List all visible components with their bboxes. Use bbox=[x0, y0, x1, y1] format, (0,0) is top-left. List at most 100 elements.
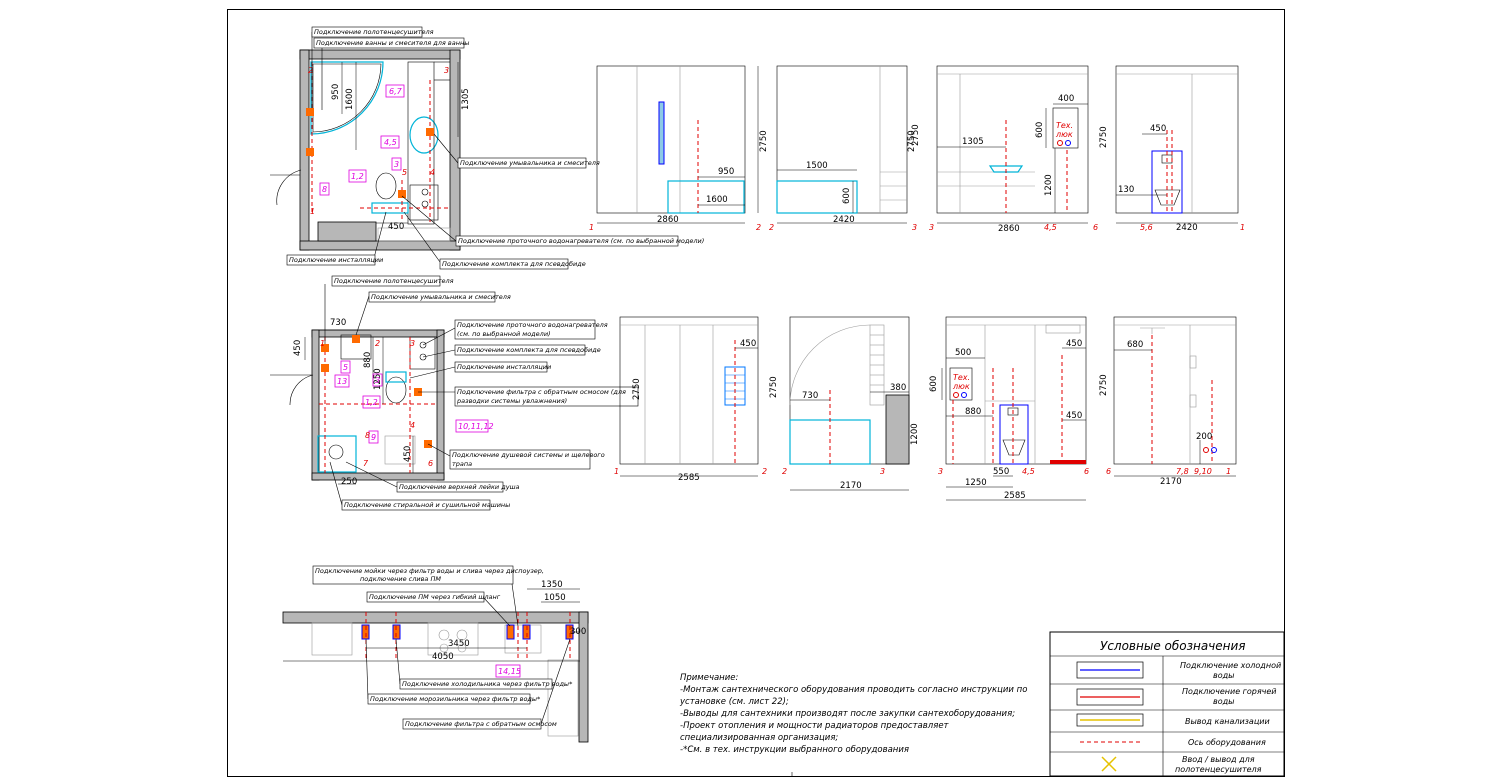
elev-top1-dim-1600: 1600 bbox=[706, 195, 728, 205]
plan2-tag-3: 3 bbox=[375, 376, 380, 385]
elev-top2-dim-600: 600 bbox=[842, 188, 852, 204]
plan1-callout-bidet: Подключение комплекта для псевдобиде bbox=[442, 260, 586, 268]
plan2-callout-heater: Подключение проточного водонагревателя bbox=[457, 321, 608, 329]
elev-bot2-dim-380: 380 bbox=[890, 383, 906, 393]
plan2-callout-filter-2: разводки системы увлажнения) bbox=[456, 397, 567, 405]
elev-bot2-dim-730: 730 bbox=[802, 391, 818, 401]
plan1-dim-450: 450 bbox=[388, 222, 404, 232]
elev-top4-axis-5-6: 5,6 bbox=[1140, 223, 1153, 232]
plan2-dim-450b: 450 bbox=[403, 446, 413, 462]
note-line-4: -Выводы для сантехники производят после … bbox=[680, 709, 1015, 719]
elev-bot3-dim-1250: 1250 bbox=[965, 478, 987, 488]
elev-top2-dim-2420: 2420 bbox=[833, 215, 855, 225]
elev-bot3-axis-6: 6 bbox=[1084, 467, 1089, 476]
elev-bot3-dim-550: 550 bbox=[993, 467, 1009, 477]
plan2-callout-sink: Подключение умывальника и смесителя bbox=[371, 293, 511, 301]
plan2-callout-installation: Подключение инсталляции bbox=[457, 363, 551, 371]
kitchen-tag-14-15: 14,15 bbox=[498, 667, 521, 676]
legend-row4-label1: Ось оборудования bbox=[1188, 738, 1266, 747]
note-line-7: -*См. в тех. инструкции выбранного обору… bbox=[680, 745, 909, 755]
kitchen-callout-sink: Подключение мойки через фильтр воды и сл… bbox=[315, 567, 544, 575]
legend-row2-label1: Подключение горячей bbox=[1182, 687, 1277, 696]
elevation-bottom-1: 2750 450 2585 1 2 bbox=[614, 316, 767, 483]
elev-top4-axis-1: 1 bbox=[1240, 223, 1245, 232]
elev-top3-tech-1: Тех. bbox=[1056, 121, 1073, 130]
plan2-axis-8: 8 bbox=[365, 431, 370, 440]
plan2-tag-10-11-12: 10,11,12 bbox=[458, 422, 494, 431]
plan2-callout-shower-2: трапа bbox=[452, 460, 472, 468]
plan2-axis-7: 7 bbox=[363, 459, 369, 468]
note-line-5: -Проект отопления и мощности радиаторов … bbox=[680, 721, 950, 731]
plan1-axis-2: 2 bbox=[308, 66, 313, 75]
plan1-tag-1-2: 1,2 bbox=[351, 172, 364, 181]
plan2-tag-1-2: 1,2 bbox=[365, 398, 378, 407]
elev-bot4-dim-2170: 2170 bbox=[1160, 477, 1182, 487]
elev-bot3-dim-2585: 2585 bbox=[1004, 491, 1026, 501]
kitchen-callout-fridge: Подключение холодильника через фильтр во… bbox=[402, 680, 573, 688]
elev-top3-dim-1200: 1200 bbox=[1044, 174, 1054, 196]
plan1-tag-4-5: 4,5 bbox=[384, 138, 397, 147]
kitchen-dim-300: 300 bbox=[570, 627, 586, 637]
legend-row3-label1: Вывод канализации bbox=[1185, 717, 1270, 726]
elevation-bottom-2: 2750 730 380 1200 2170 2 3 bbox=[769, 316, 920, 491]
plan2-axis-1: 1 bbox=[320, 339, 325, 348]
elevation-bottom-4: 2750 680 200 2170 6 7,8 9,10 1 bbox=[1099, 316, 1237, 487]
plan2-tag-5: 5 bbox=[343, 363, 348, 372]
plan2-axis-4: 4 bbox=[410, 421, 415, 430]
elev-top3-tech-2: люк bbox=[1055, 130, 1073, 139]
elev-top1-dim-2860: 2860 bbox=[657, 215, 679, 225]
elev-top2-dim-2750: 2750 bbox=[907, 130, 917, 152]
kitchen-dim-1050: 1050 bbox=[544, 593, 566, 603]
plan2-callout-filter: Подключение фильтра с обратным осмосом (… bbox=[457, 388, 626, 396]
elev-bot3-dim-500: 500 bbox=[955, 348, 971, 358]
elev-top4-dim-130: 130 bbox=[1118, 185, 1134, 195]
elev-bot4-dim-2750: 2750 bbox=[1099, 374, 1109, 396]
plan2-axis-2: 2 bbox=[375, 339, 380, 348]
kitchen-dim-1350: 1350 bbox=[541, 580, 563, 590]
sheet-frame bbox=[227, 9, 1285, 777]
plan1-tag-8: 8 bbox=[322, 185, 327, 194]
plan1-dim-1600: 1600 bbox=[345, 88, 355, 110]
plan1-callout-bath: Подключение ванны и смесителя для ванны bbox=[316, 39, 469, 47]
plan2-callout-shower: Подключение душевой системы и щелевого bbox=[452, 451, 605, 459]
elev-top1-dim-2750: 2750 bbox=[759, 130, 769, 152]
plan2-callout-shower-head: Подключение верхней лейки душа bbox=[399, 483, 520, 491]
elev-top3-dim-1305: 1305 bbox=[962, 137, 984, 147]
elevation-top-2: 2750 1500 600 2420 2 3 bbox=[769, 65, 917, 232]
elev-bot4-axis-1: 1 bbox=[1226, 467, 1231, 476]
plan1-axis-5: 5 bbox=[402, 168, 407, 177]
note-line-2: -Монтаж сантехнического оборудования про… bbox=[680, 685, 1027, 695]
elev-bot4-dim-680: 680 bbox=[1127, 340, 1143, 350]
elev-bot4-axis-9-10: 9,10 bbox=[1194, 467, 1212, 476]
elev-bot1-dim-2585: 2585 bbox=[678, 473, 700, 483]
bathroom-plan-1: 950 1600 1305 450 6,7 4,5 3 1,2 8 2 3 4 … bbox=[270, 26, 704, 270]
elev-top2-dim-1500: 1500 bbox=[806, 161, 828, 171]
kitchen-plan: 1350 1050 3450 300 4050 14,15 Подключени… bbox=[282, 565, 589, 743]
kitchen-callout-dishwasher: Подключение ПМ через гибкий шланг bbox=[369, 593, 501, 601]
elev-bot3-tech-2: люк bbox=[952, 382, 970, 391]
elev-bot3-dim-450a: 450 bbox=[1066, 339, 1082, 349]
plan2-tag-13: 13 bbox=[337, 377, 347, 386]
elevation-top-1: 2750 950 1600 2860 1 2 bbox=[589, 65, 769, 232]
legend-row5-label2: полотенцесушителя bbox=[1175, 765, 1262, 774]
elev-bot2-axis-2: 2 bbox=[782, 467, 787, 476]
legend-row2-label2: воды bbox=[1213, 697, 1234, 706]
note-block: Примечание: -Монтаж сантехнического обор… bbox=[679, 673, 1027, 755]
plan1-axis-1: 1 bbox=[310, 207, 315, 216]
elevation-top-4: 2750 450 130 2420 5,6 1 bbox=[1099, 65, 1245, 233]
kitchen-dim-4050: 4050 bbox=[432, 652, 454, 662]
plan2-dim-730: 730 bbox=[330, 318, 346, 328]
plan1-callout-towel: Подключение полотенцесушителя bbox=[314, 28, 434, 36]
elev-top3-dim-2860: 2860 bbox=[998, 224, 1020, 234]
legend-row1-label1: Подключение холодной bbox=[1180, 661, 1281, 670]
elev-bot3-dim-600: 600 bbox=[929, 376, 939, 392]
note-line-6: специализированная организация; bbox=[680, 733, 838, 743]
legend-row5-label1: Ввод / вывод для bbox=[1182, 755, 1255, 764]
bathroom-plan-2: 730 450 880 1250 450 250 5 13 3 1,2 9 10… bbox=[270, 275, 639, 511]
plan2-tag-9: 9 bbox=[371, 433, 376, 442]
plan2-axis-6: 6 bbox=[428, 459, 433, 468]
note-line-1: Примечание: bbox=[680, 673, 738, 683]
legend-towel-symbol bbox=[1101, 756, 1117, 772]
plan1-callout-installation: Подключение инсталляции bbox=[289, 256, 383, 264]
elev-bot4-dim-200: 200 bbox=[1196, 432, 1212, 442]
